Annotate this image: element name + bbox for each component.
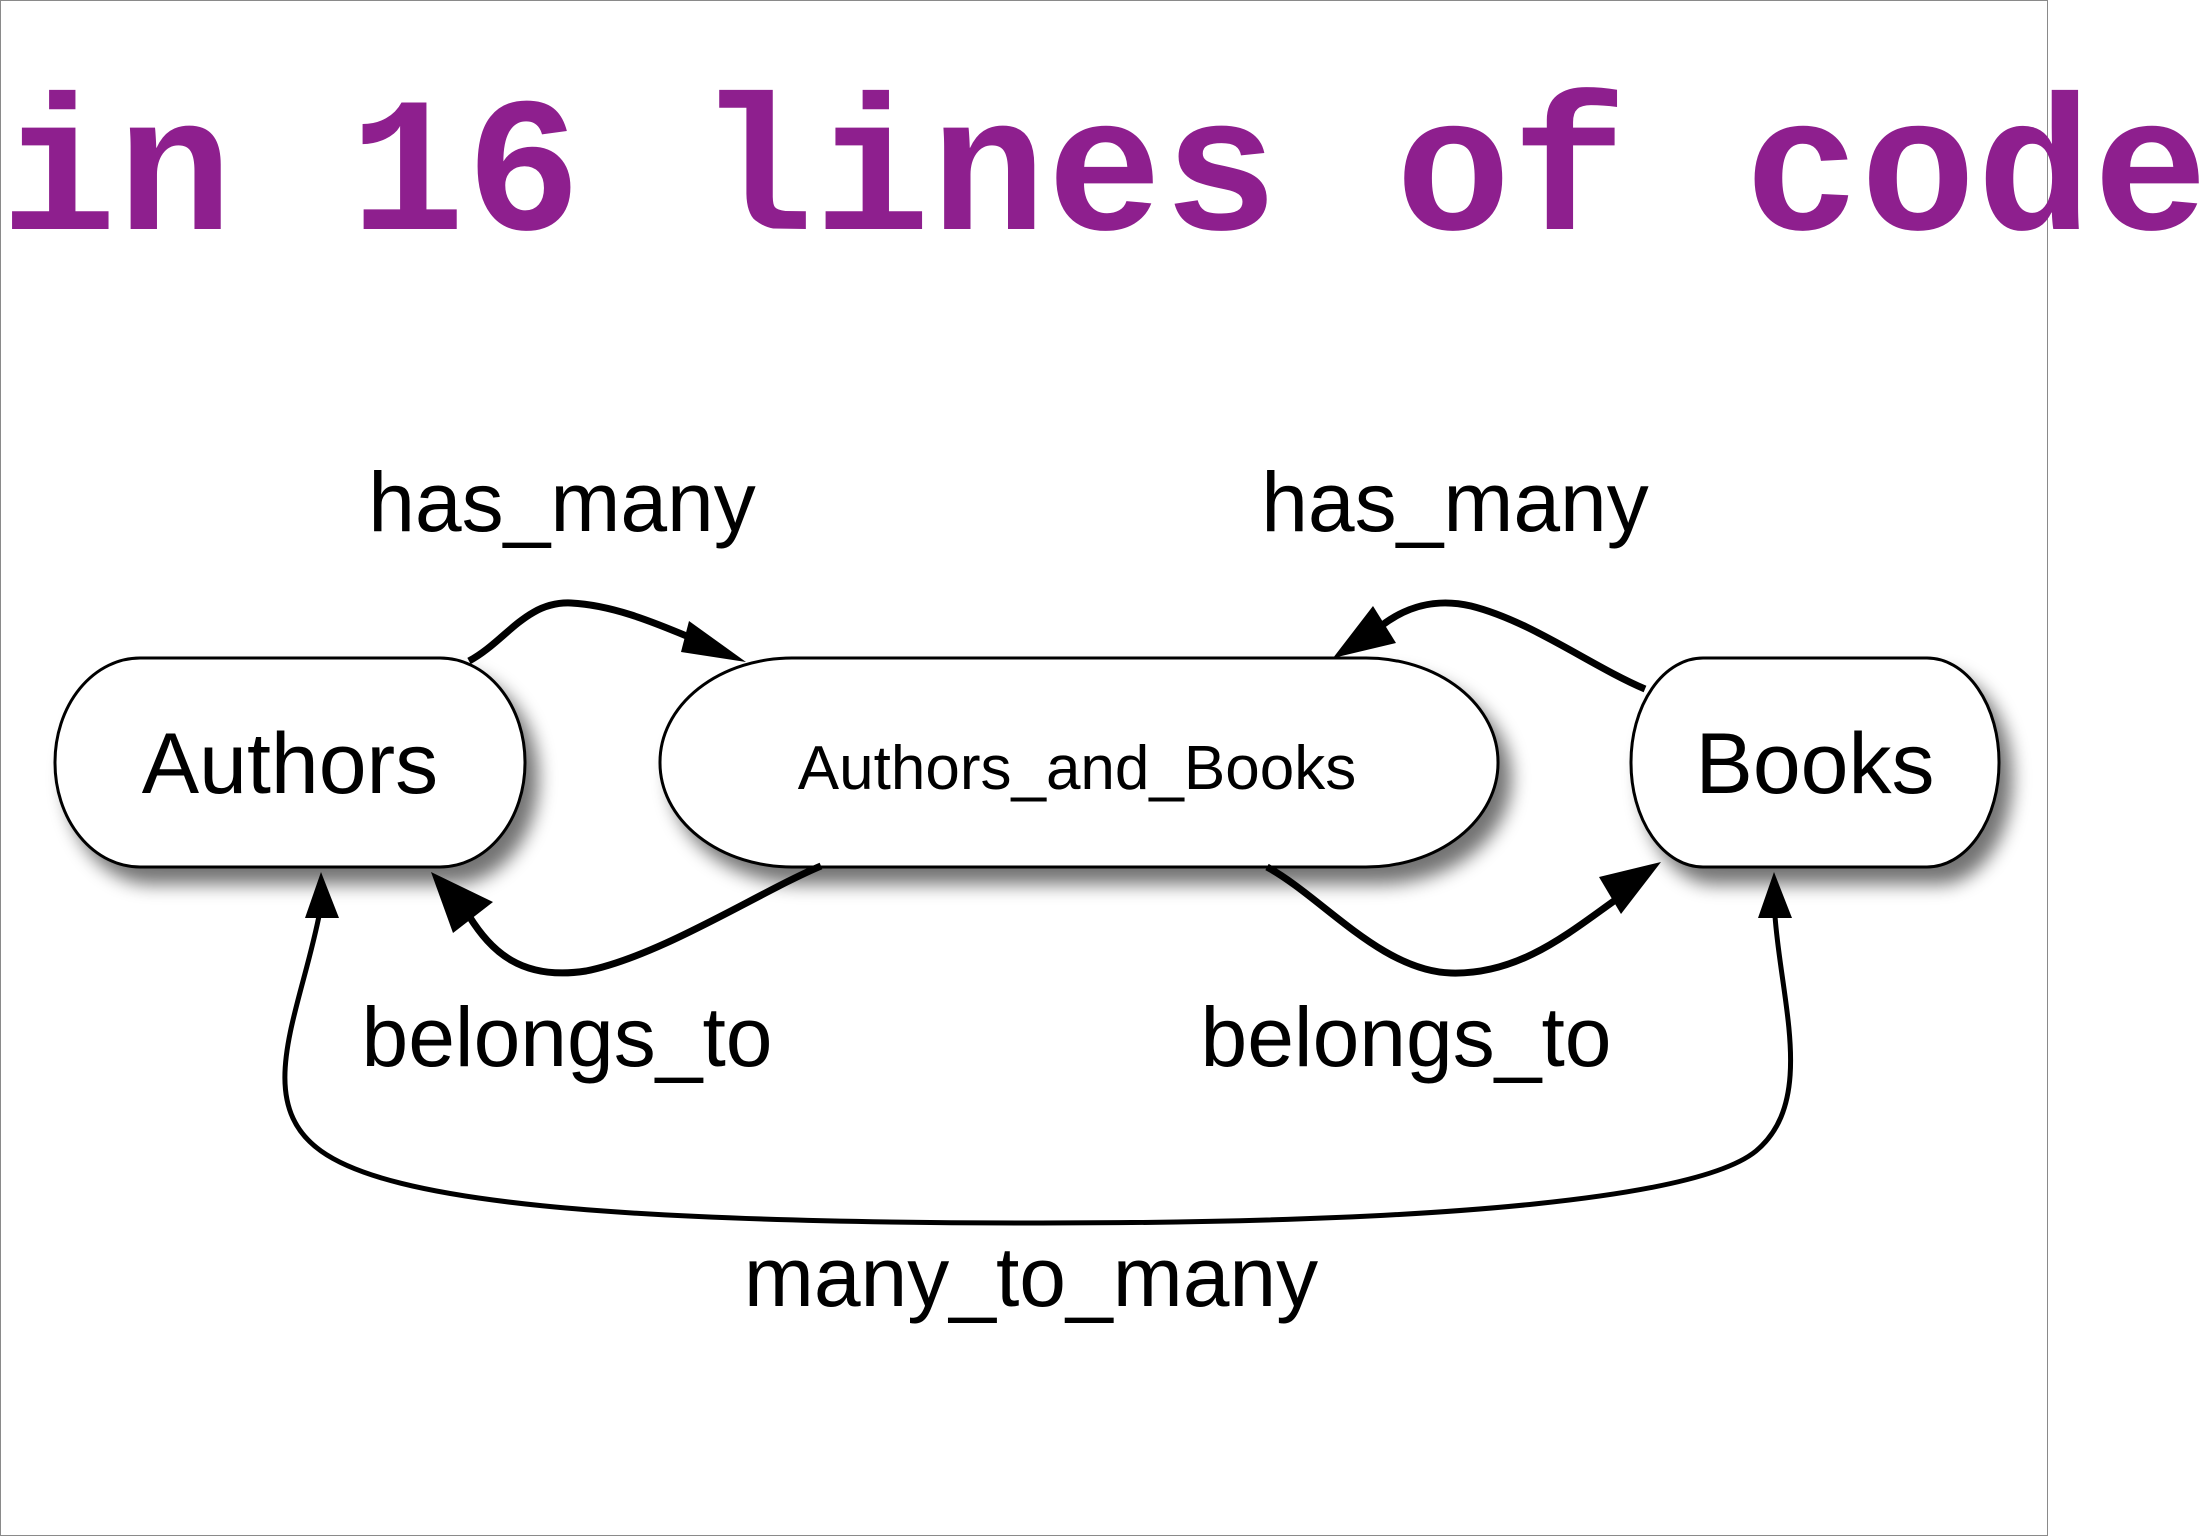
- edge-authors-has-many-arrowhead: [681, 621, 746, 662]
- edge-books-has-many-arrowhead: [1333, 606, 1396, 658]
- edge-label-authors-has-many: has_many: [368, 455, 756, 549]
- edge-belongs-to-authors-arrowhead: [431, 872, 493, 933]
- edge-authors-has-many-line: [467, 599, 691, 665]
- node-authors-shape: [53, 656, 527, 869]
- edge-many-to-many-arrowhead-books: [1758, 872, 1792, 918]
- edge-label-books-has-many: has_many: [1261, 455, 1649, 549]
- edge-belongs-to-books-line: [1265, 863, 1624, 977]
- edge-many-to-many-arrowhead-authors: [305, 872, 339, 918]
- edge-label-belongs-to-authors: belongs_to: [361, 990, 772, 1084]
- relationship-diagram: Authors Authors_and_Books Books: [53, 455, 2001, 1324]
- edge-many-to-many: [282, 872, 1794, 1226]
- node-authors-and-books-label: Authors_and_Books: [798, 734, 1356, 803]
- edge-belongs-to-authors: [431, 862, 823, 977]
- edge-belongs-to-books: [1265, 862, 1661, 977]
- edge-authors-has-many: [467, 599, 746, 665]
- node-books-label: Books: [1695, 716, 1934, 812]
- edge-books-has-many-line: [1378, 599, 1647, 693]
- node-books-shape: [1629, 656, 2001, 869]
- node-authors-label: Authors: [142, 716, 438, 812]
- edge-belongs-to-books-arrowhead: [1599, 862, 1661, 914]
- edge-many-to-many-line: [282, 910, 1794, 1226]
- node-books: Books: [1629, 656, 2001, 869]
- edge-label-many-to-many: many_to_many: [744, 1230, 1318, 1324]
- node-authors: Authors: [53, 656, 527, 869]
- edge-books-has-many: [1333, 599, 1647, 693]
- node-authors-and-books-shape: [658, 656, 1500, 869]
- slide-title: in 16 lines of code: [1, 69, 2209, 287]
- node-authors-and-books: Authors_and_Books: [658, 656, 1500, 869]
- edge-belongs-to-authors-line: [466, 862, 823, 977]
- edge-label-belongs-to-books: belongs_to: [1200, 990, 1611, 1084]
